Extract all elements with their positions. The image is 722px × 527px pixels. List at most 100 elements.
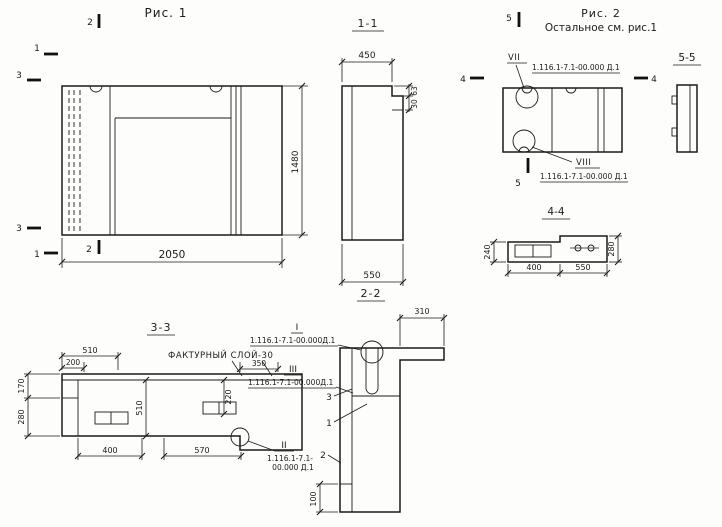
shear-key bbox=[202, 401, 237, 415]
leader-line bbox=[335, 386, 354, 394]
callout-iii-ref: 1.116.1-7.1-00.000Д.1 bbox=[248, 378, 333, 387]
dim-ticks bbox=[338, 58, 396, 66]
dim-240: 240 bbox=[483, 244, 492, 259]
dim-63: 63 bbox=[410, 86, 419, 96]
dim-220: 220 bbox=[224, 389, 233, 404]
part-label-1: 1 bbox=[326, 419, 332, 429]
section-mark-3-top: 3 bbox=[16, 71, 22, 81]
dim-200: 200 bbox=[66, 358, 81, 367]
sec55-title: 5-5 bbox=[678, 52, 695, 64]
detail-circle-vii bbox=[515, 85, 539, 109]
section-mark-4-right: 4 bbox=[651, 75, 657, 85]
section-mark-1-bottom: 1 bbox=[34, 250, 40, 260]
section-body bbox=[61, 373, 303, 451]
dim-170: 170 bbox=[17, 378, 26, 393]
callout-viii-ref: 1.116.1-7.1-00.000 Д.1 bbox=[540, 172, 628, 181]
shear-key bbox=[94, 411, 129, 425]
section-mark-5-top: 5 bbox=[506, 14, 512, 24]
leader-line bbox=[333, 388, 353, 397]
dim-570: 570 bbox=[194, 446, 209, 455]
dim-ticks bbox=[396, 314, 448, 322]
section-body bbox=[676, 84, 698, 153]
dim-350: 350 bbox=[252, 359, 267, 368]
dim-510-inner: 510 bbox=[135, 400, 144, 415]
dim-1480: 1480 bbox=[291, 150, 301, 173]
leader-line bbox=[515, 64, 525, 89]
dim-2050: 2050 bbox=[159, 249, 186, 261]
dim-100: 100 bbox=[309, 491, 318, 506]
callout-i: I bbox=[296, 323, 299, 333]
detail-circle-ii bbox=[230, 427, 250, 447]
dim-ticks bbox=[58, 258, 286, 266]
dim-ticks bbox=[24, 370, 32, 440]
dim-ticks bbox=[405, 82, 413, 114]
dim-ticks bbox=[236, 365, 282, 373]
callout-iii: III bbox=[289, 365, 297, 375]
dim-ticks bbox=[58, 364, 88, 372]
section-4-4: 4-4 240 280 400 550 bbox=[483, 206, 622, 277]
section-body bbox=[507, 235, 608, 263]
texture-layer-label: ФАКТУРНЫЙ СЛОЙ-30 bbox=[168, 349, 273, 361]
loop-notch bbox=[565, 87, 577, 94]
callout-ii: II bbox=[281, 441, 286, 451]
dim-ticks bbox=[160, 452, 245, 460]
section-body bbox=[341, 85, 404, 241]
dim-310: 310 bbox=[414, 307, 429, 316]
fig2-subtitle: Остальное см. рис.1 bbox=[545, 22, 657, 34]
part-label-2: 2 bbox=[320, 451, 326, 461]
sec33-title: 3-3 bbox=[151, 321, 172, 334]
leader-line bbox=[327, 454, 342, 464]
dim-ticks bbox=[338, 278, 407, 286]
figure-2-elevation: Рис. 2 Остальное см. рис.1 5 4 4 5 VII 1… bbox=[460, 7, 657, 189]
section-mark-1-top: 1 bbox=[34, 44, 40, 54]
panel-outline bbox=[502, 87, 623, 153]
fig1-title: Рис. 1 bbox=[145, 6, 188, 20]
dim-400: 400 bbox=[526, 263, 541, 272]
section-mark-4-left: 4 bbox=[460, 75, 466, 85]
dim-550: 550 bbox=[363, 271, 380, 281]
sec22-title: 2-2 bbox=[361, 287, 382, 300]
part-label-3: 3 bbox=[326, 393, 332, 403]
callout-i-ref: 1.116.1-7.1-00.000Д.1 bbox=[250, 336, 335, 345]
lifting-loop-notch-right bbox=[209, 85, 223, 93]
section-mark-2-bottom: 2 bbox=[86, 245, 92, 255]
detail-circle-i bbox=[360, 340, 384, 364]
dim-ticks bbox=[316, 480, 324, 516]
callout-viii: VIII bbox=[576, 158, 591, 168]
dim-280: 280 bbox=[607, 241, 616, 256]
edge-key bbox=[671, 127, 678, 137]
leader-line bbox=[333, 403, 368, 423]
callout-vii-ref: 1.116.1-7.1-00.000 Д.1 bbox=[532, 63, 620, 72]
dim-400: 400 bbox=[102, 446, 117, 455]
panel-outline bbox=[61, 85, 283, 236]
loop-notch bbox=[521, 87, 533, 94]
figure-1-elevation: Рис. 1 2 1 3 3 1 2 1480 bbox=[16, 6, 308, 268]
sec44-title: 4-4 bbox=[547, 206, 564, 218]
lifting-loop-notch-left bbox=[89, 85, 103, 93]
callout-ii-ref1: 1.116.1-7.1- bbox=[267, 454, 313, 463]
dim-ticks bbox=[614, 232, 622, 266]
dim-ticks bbox=[58, 352, 122, 360]
section-mark-3-bottom: 3 bbox=[16, 224, 22, 234]
dim-ticks bbox=[504, 269, 611, 277]
dim-550: 550 bbox=[575, 263, 590, 272]
dim-ticks bbox=[74, 452, 146, 460]
detail-circle-viii bbox=[512, 129, 536, 153]
leader-line bbox=[337, 344, 362, 351]
dim-ticks bbox=[220, 376, 228, 418]
section-mark-2-top: 2 bbox=[87, 18, 93, 28]
fig2-title: Рис. 2 bbox=[581, 7, 621, 20]
dim-30: 30 bbox=[410, 99, 419, 109]
sec11-title: 1-1 bbox=[358, 17, 379, 30]
dim-ticks bbox=[142, 376, 150, 440]
section-5-5: 5-5 bbox=[671, 52, 701, 153]
leader-line bbox=[247, 440, 276, 452]
dim-450: 450 bbox=[358, 51, 375, 61]
section-2-2: 2-2 310 100 3 1 2 I 1.116.1-7.1-00.00 bbox=[248, 287, 448, 516]
section-mark-5-bottom: 5 bbox=[515, 179, 521, 189]
dim-ticks bbox=[298, 82, 306, 239]
dim-280: 280 bbox=[17, 409, 26, 424]
callout-vii: VII bbox=[508, 53, 520, 63]
edge-key bbox=[671, 95, 678, 105]
